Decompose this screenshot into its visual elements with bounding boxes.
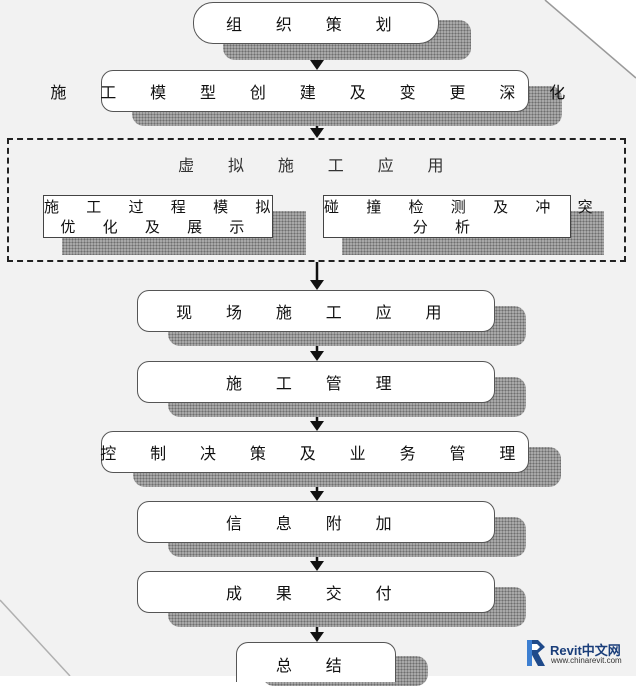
arrow-head xyxy=(310,280,324,290)
arrow-head xyxy=(310,128,324,138)
arrow-head xyxy=(310,561,324,571)
subbox-simulation-line1: 施 工 过 程 模 拟 xyxy=(44,198,282,216)
arrow-head xyxy=(310,491,324,501)
node-site-application: 现 场 施 工 应 用 xyxy=(137,290,495,332)
subbox-simulation-line2: 优 化 及 展 示 xyxy=(60,218,256,236)
subbox-collision-line1: 碰 撞 检 测 及 冲 突 xyxy=(324,198,604,216)
node-control-decision: 控 制 决 策 及 业 务 管 理 xyxy=(100,431,529,473)
subbox-collision-line2: 分 析 xyxy=(412,218,482,236)
node-summary: 总 结 xyxy=(236,642,396,682)
node-organize-plan: 组 织 策 划 xyxy=(193,2,439,44)
node-deliverables: 成 果 交 付 xyxy=(137,571,495,613)
arrow-head xyxy=(310,60,324,70)
arrow-head xyxy=(310,421,324,431)
revit-logo-icon xyxy=(527,640,545,666)
group-title: 虚 拟 施 工 应 用 xyxy=(178,156,458,175)
arrow-head xyxy=(310,632,324,642)
watermark-brand: Revit中文网 xyxy=(550,643,621,658)
watermark-url: www.chinarevit.com xyxy=(551,656,622,665)
node-info-attach: 信 息 附 加 xyxy=(137,501,495,543)
node-model-creation: 施 工 模 型 创 建 及 变 更 深 化 xyxy=(50,70,565,112)
arrow-head xyxy=(310,351,324,361)
revit-watermark: Revit中文网 www.chinarevit.com xyxy=(524,634,630,672)
virtual-construction-group xyxy=(7,138,626,262)
subbox-simulation: 施 工 过 程 模 拟 优 化 及 展 示 xyxy=(43,195,273,238)
node-construction-management: 施 工 管 理 xyxy=(137,361,495,403)
subbox-collision: 碰 撞 检 测 及 冲 突 分 析 xyxy=(323,195,604,238)
